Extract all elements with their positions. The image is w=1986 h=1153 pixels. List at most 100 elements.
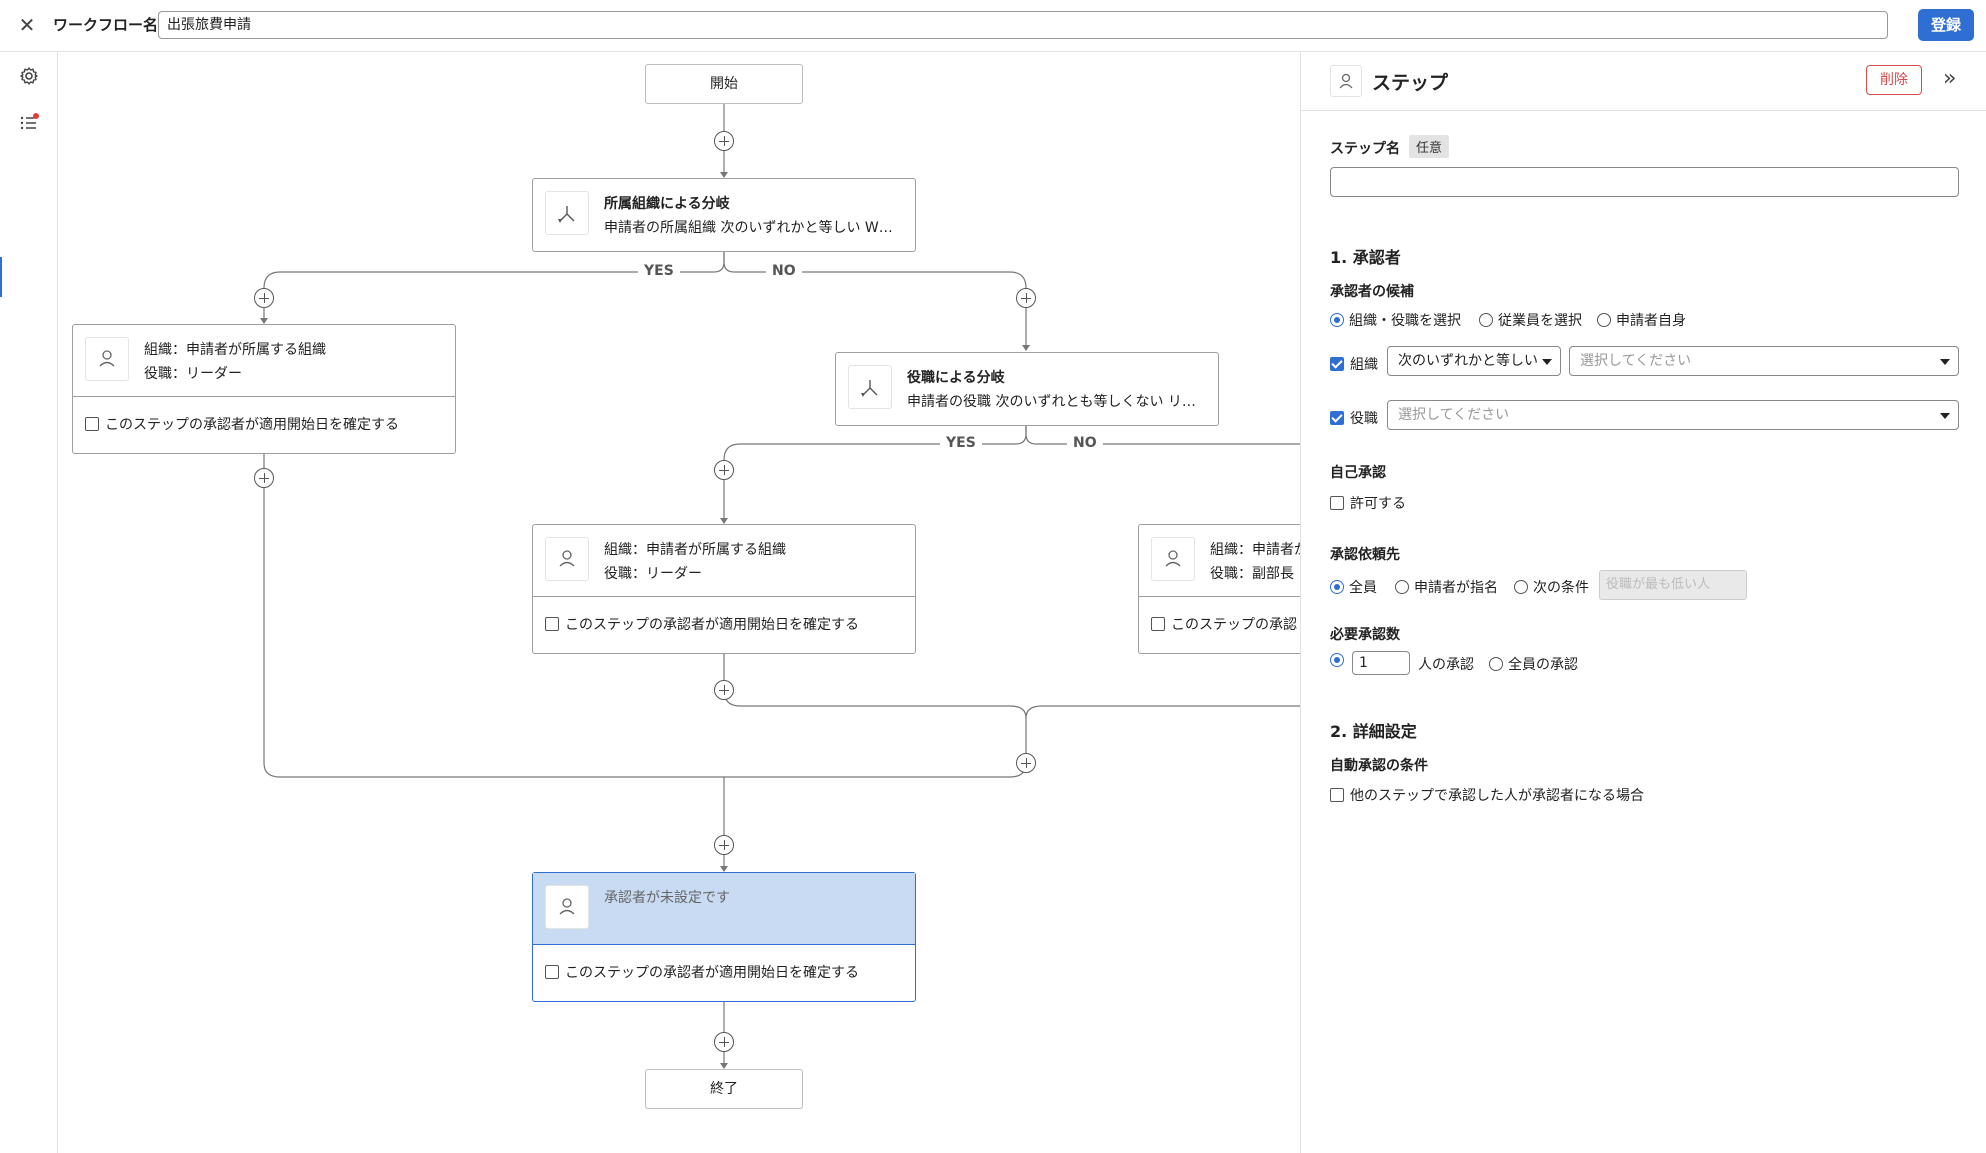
add-step-icon[interactable] — [714, 131, 734, 151]
required-count-radio[interactable] — [1330, 653, 1349, 669]
branch-org-card[interactable]: 所属組織による分岐 申請者の所属組織 次のいずれかと等しい W… — [532, 178, 916, 252]
select-value: 役職が最も低い人 — [1606, 577, 1711, 592]
branch-title: 所属組織による分岐 — [604, 196, 730, 212]
step-summary: 組織：申請者が所属する組織 役職：リーダー — [73, 325, 455, 397]
add-step-icon[interactable] — [1016, 288, 1036, 308]
candidate-radio-org-role[interactable]: 組織・役職を選択 — [1330, 310, 1461, 330]
add-step-icon[interactable] — [254, 468, 274, 488]
gear-icon[interactable] — [18, 65, 40, 87]
panel-title: ステップ — [1372, 72, 1449, 94]
self-approval-checkbox[interactable]: 許可する — [1330, 493, 1406, 513]
checkbox-label: このステップの承認者が適用開始日を確定する — [565, 965, 859, 981]
checkbox-icon — [545, 617, 559, 631]
select-placeholder: 選択してください — [1398, 407, 1510, 423]
step-name-input[interactable] — [1330, 167, 1959, 197]
workflow-name-label: ワークフロー名 — [53, 16, 159, 34]
workflow-canvas[interactable]: 開始 所属組織による分岐 申請者の所属組織 次のいずれかと等しい W… YES … — [58, 52, 1300, 1153]
step-card-middle[interactable]: 組織：申請者が所属する組織 役職：リーダー このステップの承認者が適用開始日を確… — [532, 524, 916, 654]
rail-accent — [0, 257, 2, 297]
select-value: 次のいずれかと等しい — [1398, 353, 1538, 369]
user-icon — [545, 537, 589, 581]
step-summary: 組織：申請者が 役職：副部長 — [1139, 525, 1300, 597]
user-icon — [545, 885, 589, 929]
delete-button[interactable]: 削除 — [1866, 65, 1922, 95]
confirm-start-date-checkbox[interactable]: このステップの承認者が適用開始日を確定する — [85, 414, 399, 434]
radio-label: 組織・役職を選択 — [1349, 313, 1461, 329]
branch-role-card[interactable]: 役職による分岐 申請者の役職 次のいずれとも等しくない リ… — [835, 352, 1219, 426]
request-radio-nominated[interactable]: 申請者が指名 — [1395, 577, 1498, 597]
confirm-start-date-checkbox[interactable]: このステップの承認者が適用開始日を確定する — [545, 962, 859, 982]
radio-icon — [1489, 657, 1503, 671]
radio-icon — [1330, 580, 1344, 594]
top-bar: ✕ ワークフロー名 出張旅費申請 登録 — [0, 0, 1986, 52]
required-count-input[interactable]: 1 — [1352, 651, 1410, 675]
panel-header: ステップ 削除 » — [1301, 52, 1986, 111]
optional-tag: 任意 — [1409, 135, 1450, 158]
confirm-start-date-checkbox[interactable]: このステップの承認者が適用開始日を確定する — [545, 614, 859, 634]
register-button[interactable]: 登録 — [1918, 9, 1974, 41]
role-checkbox[interactable]: 役職 — [1330, 408, 1378, 428]
request-radio-condition[interactable]: 次の条件 — [1514, 577, 1589, 597]
radio-label: 申請者が指名 — [1414, 580, 1498, 596]
step-unset-text: 承認者が未設定です — [604, 890, 730, 906]
radio-icon — [1479, 313, 1493, 327]
org-operator-select[interactable]: 次のいずれかと等しい — [1387, 346, 1561, 376]
collapse-panel-icon[interactable]: » — [1943, 66, 1957, 91]
role-value-select[interactable]: 選択してください — [1387, 400, 1959, 430]
radio-label: 従業員を選択 — [1498, 313, 1582, 329]
step-card-right[interactable]: 組織：申請者が 役職：副部長 このステップの承認 — [1138, 524, 1300, 654]
step-role: 役職：リーダー — [144, 366, 242, 382]
checkbox-label: このステップの承認者が適用開始日を確定する — [105, 417, 399, 433]
section-approver: 1. 承認者 — [1330, 248, 1401, 267]
add-step-icon[interactable] — [714, 1032, 734, 1052]
checkbox-icon — [85, 417, 99, 431]
checkbox-label: 組織 — [1350, 357, 1378, 373]
candidates-label: 承認者の候補 — [1330, 284, 1414, 300]
radio-icon — [1330, 653, 1344, 667]
add-step-icon[interactable] — [254, 288, 274, 308]
checkbox-label: 他のステップで承認した人が承認者になる場合 — [1350, 788, 1644, 804]
all-approval-radio[interactable]: 全員の承認 — [1489, 654, 1578, 674]
org-checkbox[interactable]: 組織 — [1330, 354, 1378, 374]
checkbox-label: このステップの承認 — [1171, 617, 1297, 633]
chevron-down-icon — [1940, 413, 1950, 419]
step-org: 組織：申請者が所属する組織 — [604, 542, 786, 558]
self-approval-label: 自己承認 — [1330, 465, 1386, 481]
org-value-select[interactable]: 選択してください — [1569, 346, 1959, 376]
step-settings-panel: ステップ 削除 » ステップ名 任意 1. 承認者 承認者の候補 組織・役職を選… — [1300, 52, 1986, 1153]
request-radio-all[interactable]: 全員 — [1330, 577, 1377, 597]
step-summary: 承認者が未設定です — [533, 873, 915, 945]
start-node[interactable]: 開始 — [645, 64, 803, 104]
step-card-left[interactable]: 組織：申請者が所属する組織 役職：リーダー このステップの承認者が適用開始日を確… — [72, 324, 456, 454]
branch-icon — [545, 191, 589, 235]
checkbox-label: このステップの承認者が適用開始日を確定する — [565, 617, 859, 633]
radio-label: 全員 — [1349, 580, 1377, 596]
auto-approval-checkbox[interactable]: 他のステップで承認した人が承認者になる場合 — [1330, 785, 1644, 805]
user-icon — [1330, 65, 1362, 97]
checkbox-label: 許可する — [1350, 496, 1406, 512]
close-icon[interactable]: ✕ — [18, 13, 36, 37]
confirm-start-date-checkbox[interactable]: このステップの承認 — [1151, 614, 1297, 634]
branch-subtitle: 申請者の役職 次のいずれとも等しくない リ… — [907, 394, 1196, 410]
checkbox-icon — [1330, 411, 1344, 425]
candidate-radio-employee[interactable]: 従業員を選択 — [1479, 310, 1582, 330]
add-step-icon[interactable] — [714, 680, 734, 700]
add-step-icon[interactable] — [714, 835, 734, 855]
checkbox-icon — [545, 965, 559, 979]
section-advanced: 2. 詳細設定 — [1330, 722, 1417, 741]
add-step-icon[interactable] — [714, 460, 734, 480]
user-icon — [1151, 537, 1195, 581]
radio-label: 全員の承認 — [1508, 657, 1578, 673]
step-org: 組織：申請者が所属する組織 — [144, 342, 326, 358]
checkbox-label: 役職 — [1350, 411, 1378, 427]
radio-icon — [1597, 313, 1611, 327]
add-step-icon[interactable] — [1016, 753, 1036, 773]
step-card-unset[interactable]: 承認者が未設定です このステップの承認者が適用開始日を確定する — [532, 872, 916, 1002]
candidate-radio-self[interactable]: 申請者自身 — [1597, 310, 1686, 330]
request-condition-select: 役職が最も低い人 — [1599, 570, 1747, 600]
workflow-name-input[interactable]: 出張旅費申請 — [158, 11, 1888, 39]
list-icon[interactable] — [18, 112, 40, 134]
chevron-down-icon — [1542, 359, 1552, 365]
yes-label: YES — [940, 435, 982, 451]
end-node[interactable]: 終了 — [645, 1069, 803, 1109]
